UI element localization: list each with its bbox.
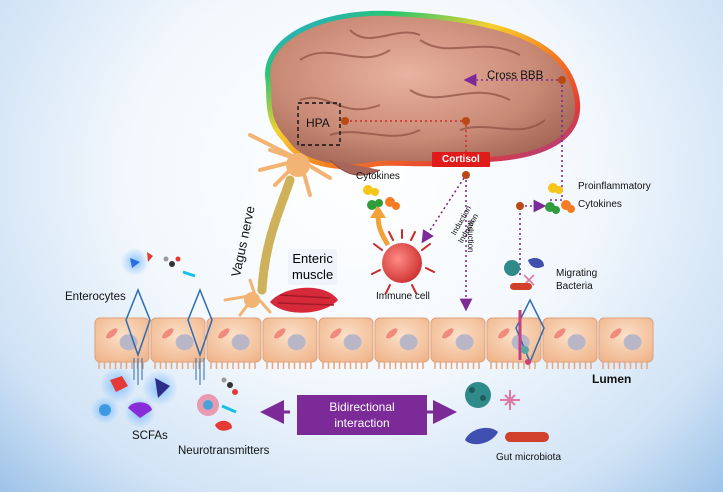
cytokines-left-cluster	[363, 185, 400, 210]
enterocyte-cell	[542, 317, 598, 369]
enterocyte-cell	[486, 317, 542, 369]
top-left-molecules	[121, 248, 196, 278]
enterocyte-cell	[374, 317, 430, 369]
gut-microbiota-label: Gut microbiota	[496, 452, 562, 463]
enterocytes-label: Enterocytes	[65, 291, 126, 303]
enteric-line-2: muscle	[292, 267, 334, 282]
hpa-node	[341, 117, 349, 125]
neurotransmitter-cluster	[197, 377, 238, 431]
cytokines-right-label: Cytokines	[578, 199, 622, 210]
migrating-line-1: Migrating	[556, 268, 598, 279]
enterocyte-cell	[206, 317, 262, 369]
cortisol-node-bottom	[462, 171, 470, 179]
enteric-muscle-label: Enteric muscle	[288, 249, 338, 285]
migrating-bacteria-cluster	[504, 258, 544, 290]
enteric-line-1: Enteric	[292, 251, 333, 266]
migrating-line-2: Bacteria	[556, 281, 593, 292]
cytokines-right-cluster	[545, 183, 575, 214]
induction-label-3: Induction	[466, 220, 475, 253]
vagus-nerve-fiber	[257, 175, 295, 295]
enterocyte-cell	[318, 317, 374, 369]
proinflammatory-label: Proinflammatory	[578, 181, 651, 192]
immune-cytokine-arrowhead	[370, 205, 386, 218]
bidirectional-line-1: Bidirectional	[329, 400, 395, 414]
bidirectional-line-2: interaction	[334, 416, 390, 430]
immune-cell-label: Immune cell	[376, 291, 430, 302]
cortisol-badge: Cortisol	[432, 152, 490, 167]
lumen-label: Lumen	[592, 372, 632, 386]
brain	[265, 10, 581, 176]
induction-arrow-immune	[421, 177, 465, 244]
enterocyte-row	[94, 317, 654, 369]
immune-cell	[371, 229, 435, 294]
gut-microbiota-cluster	[465, 382, 549, 445]
immune-cytokine-arrow	[375, 214, 391, 247]
scfas-label: SCFAs	[132, 430, 168, 442]
enterocyte-cell	[150, 317, 206, 369]
enterocyte-cell	[262, 317, 318, 369]
left-transport-channels	[125, 287, 213, 385]
cytokines-left-label: Cytokines	[356, 171, 400, 182]
enteric-muscle	[270, 287, 338, 313]
neurotransmitters-label: Neurotransmitters	[178, 445, 270, 457]
neuron-top	[248, 133, 332, 197]
right-transport-channel	[515, 298, 545, 365]
bacteria-node	[516, 202, 524, 210]
cross-bbb-label: Cross BBB	[487, 70, 544, 82]
scfa-cluster	[91, 367, 178, 428]
bidirectional-box: Bidirectional interaction	[297, 395, 427, 435]
cortisol-node-top	[462, 117, 470, 125]
neuron-bottom	[223, 278, 272, 317]
enterocyte-cell	[598, 317, 654, 369]
enterocyte-cell	[430, 317, 486, 369]
hpa-box	[297, 102, 341, 146]
enterocyte-cell	[94, 317, 150, 369]
bbb-node	[558, 76, 566, 84]
hpa-label: HPA	[306, 116, 330, 130]
